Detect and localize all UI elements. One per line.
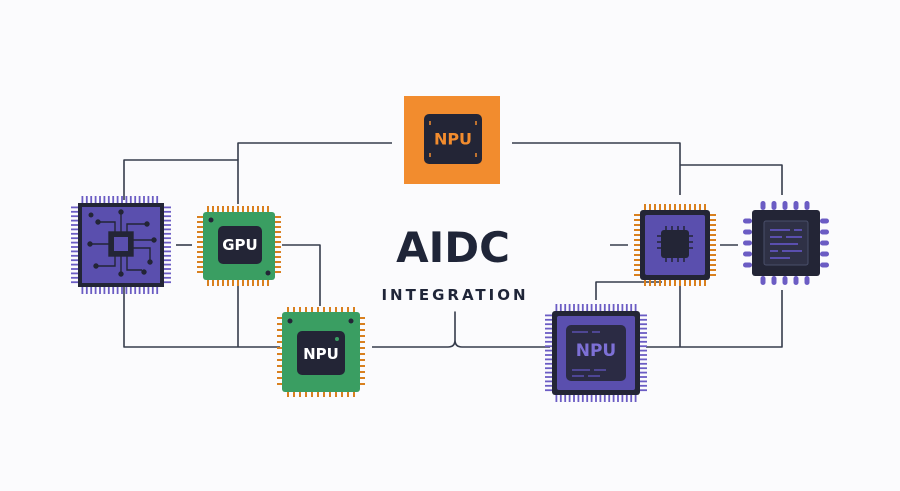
connector-gpu-right	[282, 244, 321, 306]
connector-left-bottom	[123, 284, 280, 348]
chip-pins	[71, 196, 171, 294]
connector-left-to-npu-top	[237, 142, 392, 160]
chip-npu-top: NPU	[404, 96, 500, 184]
chip-dark-right	[743, 201, 829, 285]
code-lines-icon	[770, 229, 802, 259]
diagram-subtitle: INTEGRATION	[381, 286, 528, 304]
npu-purple-label: NPU	[576, 341, 617, 361]
connector-right-bottom	[646, 290, 783, 348]
connector-lines	[123, 142, 783, 348]
chip-purple-left	[71, 196, 171, 294]
circuit-icon	[87, 209, 157, 277]
npu-top-label: NPU	[434, 130, 472, 149]
chip-pins	[634, 204, 716, 286]
connector-left-top	[123, 159, 239, 204]
chip-npu-purple: NPU	[545, 304, 647, 402]
chip-gpu: GPU	[197, 206, 281, 286]
chip-pins	[277, 307, 365, 397]
connector-npu-top-right	[512, 142, 681, 195]
chip-pins	[743, 201, 829, 285]
connector-right-chip-down	[595, 281, 662, 300]
chip-pins	[545, 304, 647, 402]
npu-green-label: NPU	[303, 345, 339, 363]
gpu-label: GPU	[222, 236, 258, 254]
connector-right-top	[680, 164, 783, 195]
chip-pins	[197, 206, 281, 286]
chip-npu-green: NPU	[277, 307, 365, 397]
diagram-title: AIDC	[396, 223, 510, 272]
chip-purple-right	[634, 204, 716, 286]
connector-green-to-purple	[372, 311, 550, 348]
